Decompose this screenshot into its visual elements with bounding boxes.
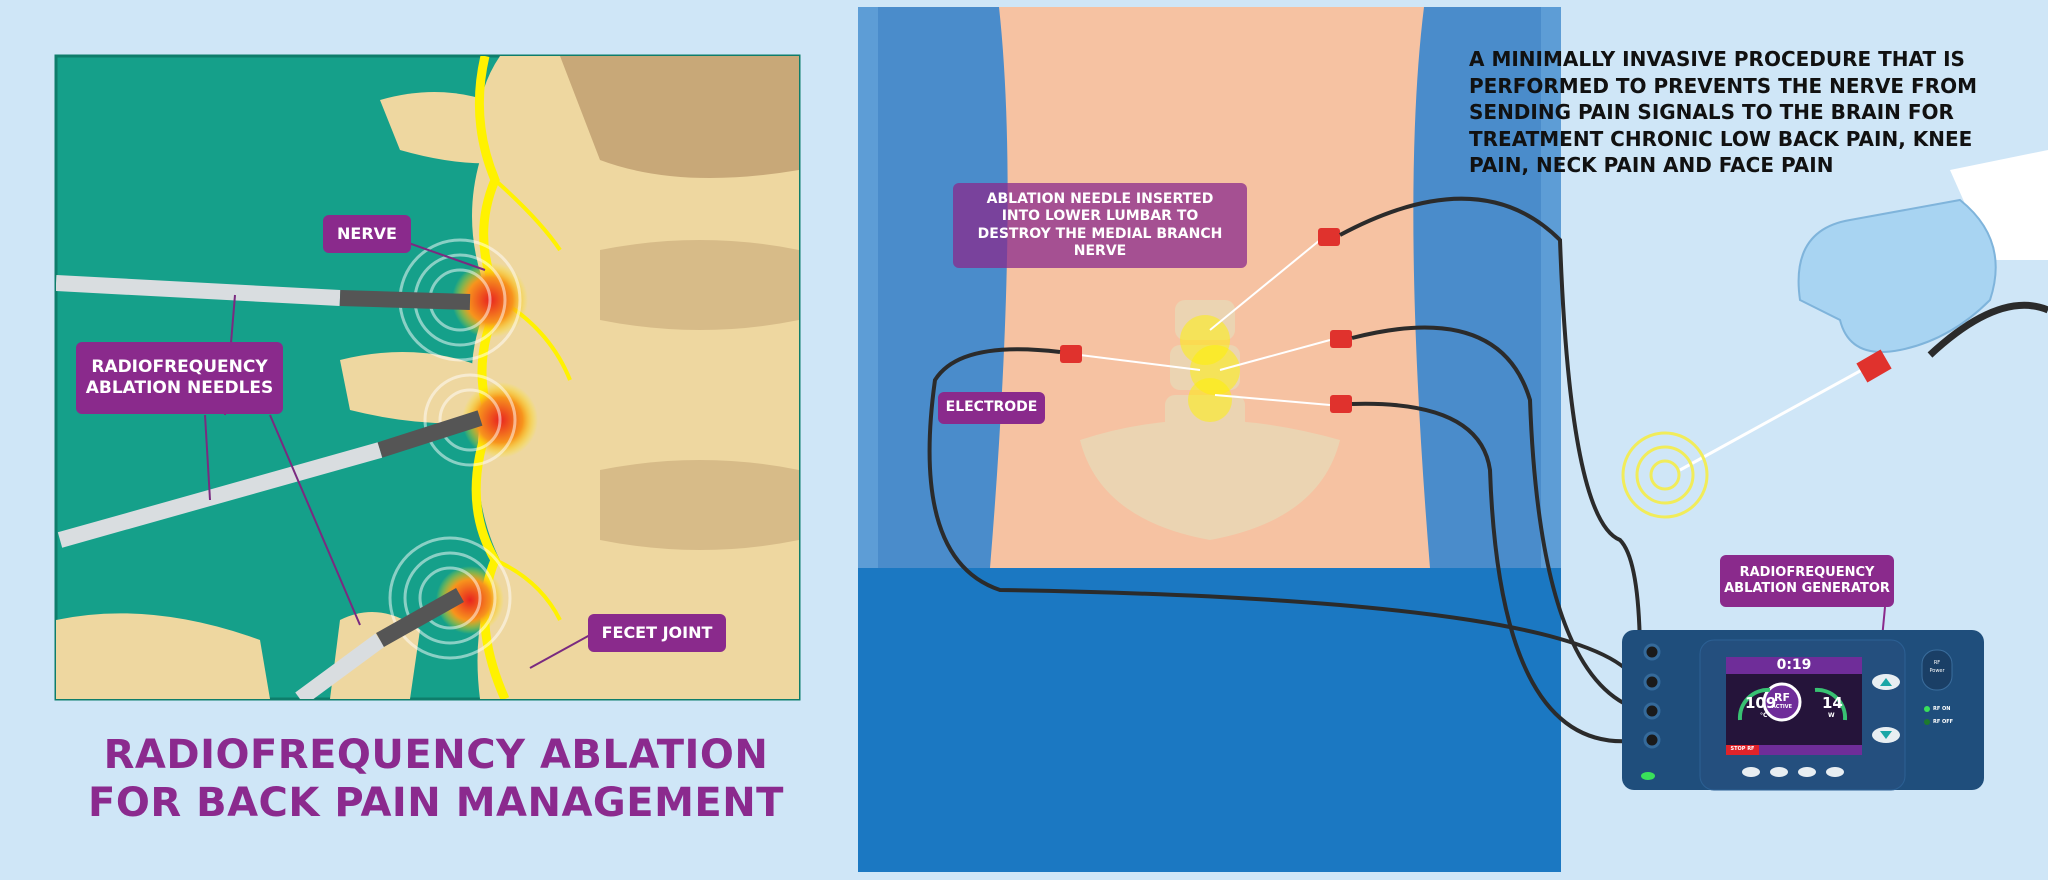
- rf-power-button-line1[interactable]: RF: [1933, 660, 1941, 666]
- power-readout: 14: [1822, 694, 1843, 712]
- nerve-label: NERVE: [323, 215, 411, 253]
- cables: [927, 196, 2048, 744]
- electrode-label: ELECTRODE: [938, 392, 1045, 424]
- generator-label: RADIOFREQUENCY ABLATION GENERATOR: [1720, 555, 1894, 607]
- stop-rf-button[interactable]: STOP RF: [1730, 746, 1755, 752]
- timer-readout: 0:19: [1776, 657, 1812, 673]
- needle-lines: [1079, 239, 1331, 406]
- torso: [990, 7, 1430, 568]
- ablation-needle-label: ABLATION NEEDLE INSERTED INTO LOWER LUMB…: [953, 183, 1247, 268]
- procedure-description: A MINIMALLY INVASIVE PROCEDURE THAT IS P…: [1469, 47, 1978, 178]
- rf-needles-label: RADIOFREQUENCY ABLATION NEEDLES: [76, 342, 283, 414]
- spine-closeup-panel: [54, 54, 801, 701]
- rf-off-indicator: RF OFF: [1933, 719, 1954, 725]
- doctor-hand: [1621, 150, 2048, 519]
- temperature-unit: °C: [1760, 712, 1768, 719]
- page-title-line1: RADIOFREQUENCY ABLATION: [103, 732, 769, 778]
- rf-status-sub: ACTIVE: [1771, 704, 1793, 710]
- rf-needle-2: [57, 410, 483, 548]
- temperature-readout: 109: [1745, 694, 1777, 712]
- page-title-line2: FOR BACK PAIN MANAGEMENT: [88, 780, 784, 826]
- facet-joint-label: FECET JOINT: [588, 614, 726, 652]
- electrodes: [1060, 228, 1352, 413]
- patient-back-panel: [858, 7, 1561, 872]
- rf-needle-1: [56, 275, 471, 310]
- rf-status: RF: [1774, 691, 1790, 704]
- rf-generator: [1622, 606, 1984, 791]
- rf-needle-3: [295, 588, 464, 699]
- jeans: [858, 568, 1561, 872]
- rf-power-button-line2[interactable]: Power: [1929, 668, 1945, 674]
- power-unit: W: [1828, 712, 1835, 719]
- rf-on-indicator: RF ON: [1933, 706, 1951, 712]
